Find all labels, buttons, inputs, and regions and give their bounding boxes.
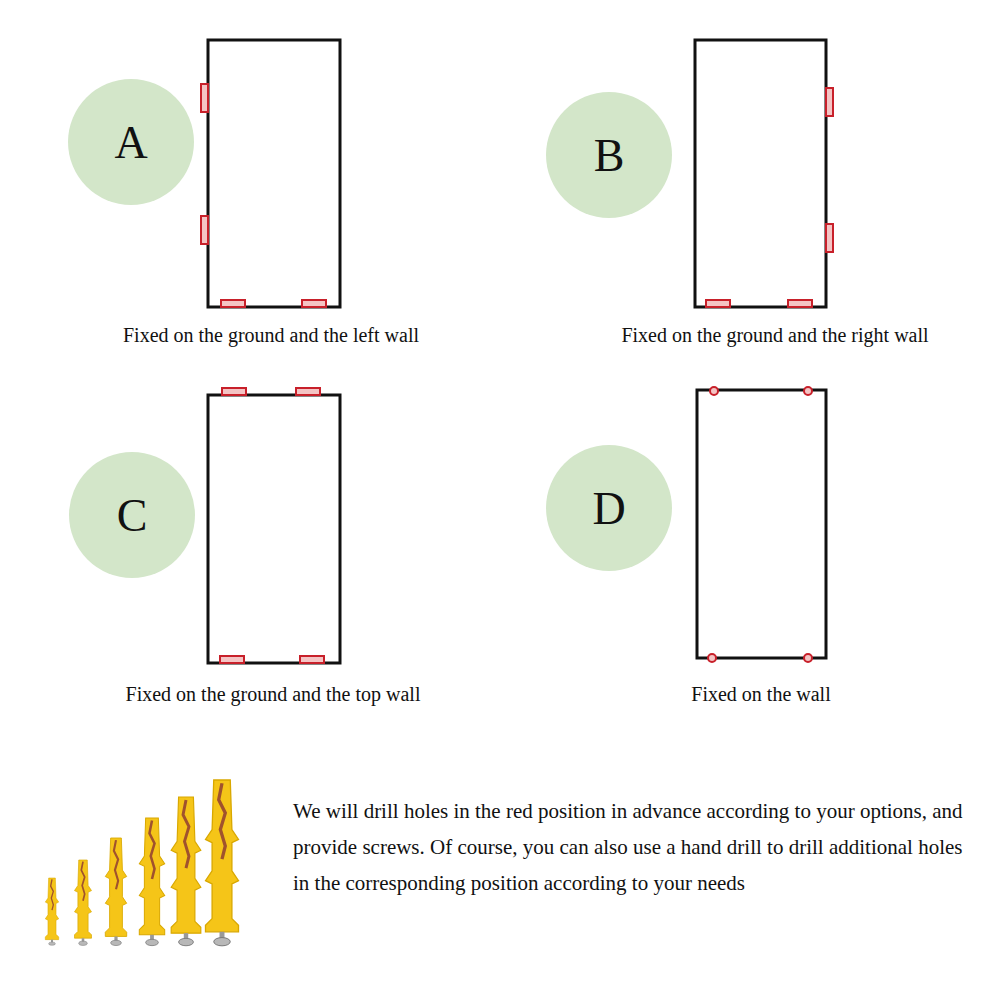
letter-circle: D [546,445,672,571]
letter-circle: A [68,79,194,205]
hole-marker [826,88,833,116]
option-caption: Fixed on the ground and the left wall [123,324,419,347]
hole-marker [710,387,718,395]
hole-marker [708,654,716,662]
hole-marker [222,388,246,395]
letter-circle: B [546,92,672,218]
hole-marker [220,656,244,663]
hole-marker [296,388,320,395]
note-text: We will drill holes in the red position … [293,793,973,901]
hole-marker [201,216,208,244]
door-frame [695,40,826,307]
option-letter: D [592,482,625,535]
door-frame [208,40,340,307]
hole-marker [221,300,245,307]
hole-marker [300,656,324,663]
letter-circle: C [69,452,195,578]
door-frame [208,395,340,663]
hole-marker [826,224,833,252]
option-letter: A [114,116,147,169]
option-letter: B [594,129,625,182]
hole-marker [804,387,812,395]
option-caption: Fixed on the ground and the top wall [126,683,421,706]
hole-marker [788,300,812,307]
door-frame [697,390,826,658]
hole-marker [302,300,326,307]
hole-marker [706,300,730,307]
hole-marker [201,84,208,112]
hole-marker [804,654,812,662]
option-caption: Fixed on the ground and the right wall [621,324,928,347]
option-letter: C [117,489,148,542]
option-caption: Fixed on the wall [691,683,830,706]
wall-anchors [45,780,238,946]
